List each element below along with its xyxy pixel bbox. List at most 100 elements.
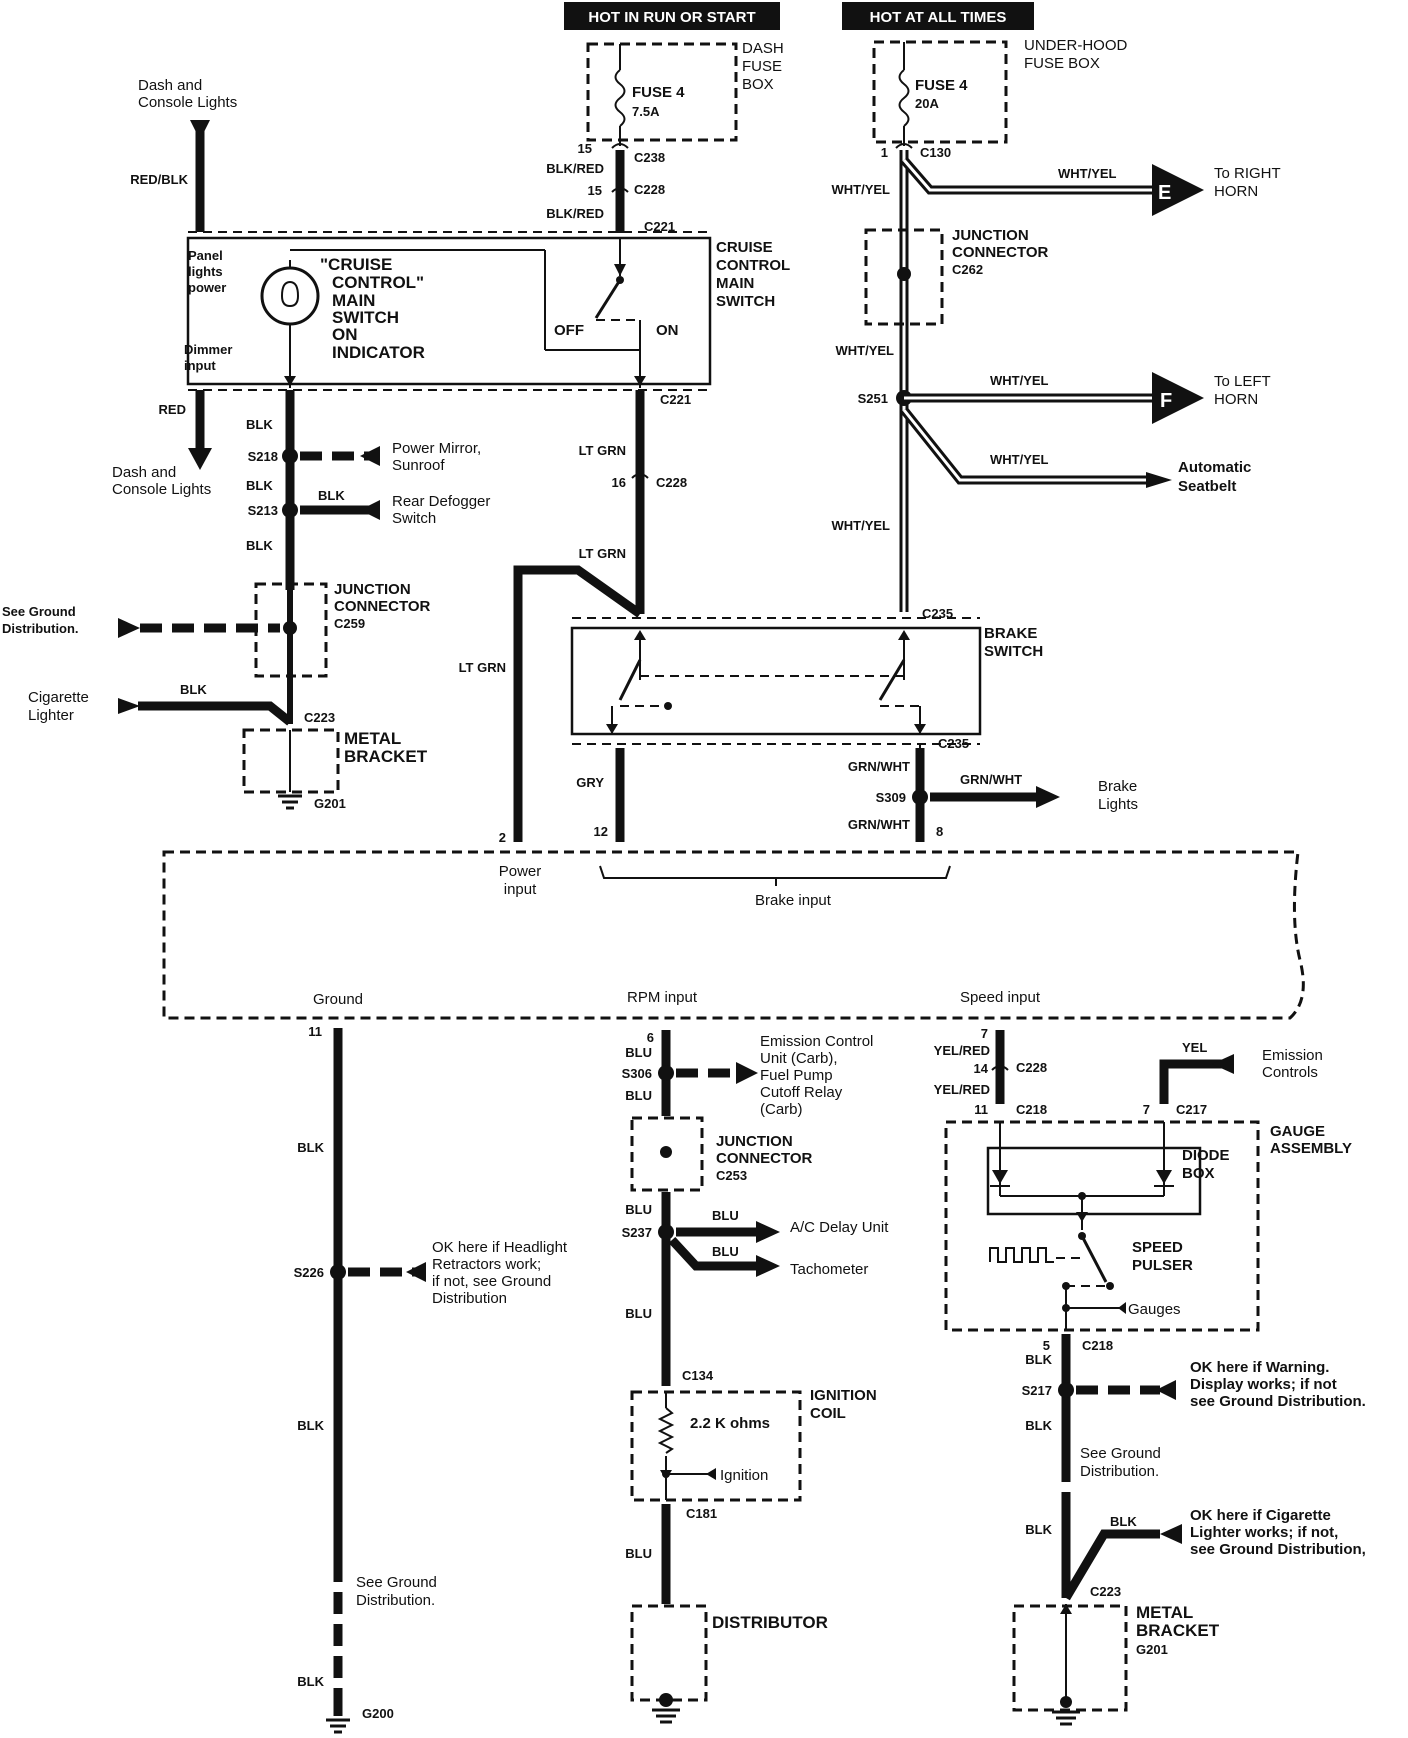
- svg-text:BLK: BLK: [297, 1674, 324, 1689]
- svg-text:Lighter: Lighter: [28, 707, 74, 724]
- svg-text:A/C Delay Unit: A/C Delay Unit: [790, 1219, 889, 1236]
- svg-text:Dash and: Dash and: [112, 464, 176, 481]
- svg-text:Ground: Ground: [313, 991, 363, 1008]
- svg-text:BLU: BLU: [712, 1244, 739, 1259]
- svg-text:GAUGE: GAUGE: [1270, 1123, 1325, 1140]
- svg-text:Brake input: Brake input: [755, 892, 832, 909]
- svg-text:C238: C238: [634, 150, 665, 165]
- svg-text:BLK: BLK: [1110, 1514, 1137, 1529]
- svg-text:Sunroof: Sunroof: [392, 457, 445, 474]
- svg-text:C217: C217: [1176, 1102, 1207, 1117]
- svg-text:Ignition: Ignition: [720, 1467, 768, 1484]
- svg-text:1: 1: [881, 145, 888, 160]
- junction-connector-c262: JUNCTION CONNECTOR C262: [864, 227, 1049, 326]
- svg-text:CONNECTOR: CONNECTOR: [716, 1150, 813, 1167]
- wire-ground-blk: 11 BLK S226 OK here if Headlight Retract…: [294, 1024, 568, 1734]
- svg-text:S237: S237: [622, 1225, 652, 1240]
- wire-blk-left: RED BLK Dash and Console Lights BLK BLK …: [112, 390, 490, 680]
- svg-text:GRN/WHT: GRN/WHT: [848, 759, 910, 774]
- wire-gry: GRY 12: [576, 748, 625, 842]
- svg-text:BLU: BLU: [625, 1306, 652, 1321]
- svg-text:see Ground Distribution,: see Ground Distribution,: [1190, 1541, 1366, 1558]
- svg-text:DIODE: DIODE: [1182, 1147, 1230, 1164]
- svg-text:YEL: YEL: [1182, 1040, 1207, 1055]
- svg-text:LT GRN: LT GRN: [579, 443, 626, 458]
- svg-text:BLU: BLU: [625, 1088, 652, 1103]
- svg-text:HORN: HORN: [1214, 183, 1258, 200]
- svg-text:BRACKET: BRACKET: [344, 747, 428, 766]
- dash-fuse-box: FUSE 4 7.5A DASH FUSE BOX: [586, 40, 784, 146]
- svg-text:FUSE: FUSE: [742, 58, 782, 75]
- svg-text:G201: G201: [314, 796, 346, 811]
- svg-text:Panel: Panel: [188, 248, 223, 263]
- svg-text:METAL: METAL: [344, 729, 401, 748]
- svg-text:C223: C223: [304, 710, 335, 725]
- svg-text:GRN/WHT: GRN/WHT: [848, 817, 910, 832]
- svg-text:ASSEMBLY: ASSEMBLY: [1270, 1140, 1352, 1157]
- wire-gauge-ground-blk: 5 C218 BLK S217 OK here if Warning. Disp…: [1022, 1334, 1366, 1601]
- svg-text:BLU: BLU: [625, 1202, 652, 1217]
- svg-text:Switch: Switch: [392, 510, 436, 527]
- svg-text:Display works; if not: Display works; if not: [1190, 1376, 1337, 1393]
- svg-text:JUNCTION: JUNCTION: [334, 581, 411, 598]
- svg-text:HORN: HORN: [1214, 391, 1258, 408]
- svg-text:C235: C235: [938, 736, 969, 751]
- svg-text:14: 14: [974, 1061, 989, 1076]
- svg-text:See Ground: See Ground: [2, 604, 76, 619]
- svg-text:"CRUISE: "CRUISE: [320, 255, 392, 274]
- svg-text:6: 6: [647, 1030, 654, 1045]
- svg-text:Distribution.: Distribution.: [356, 1592, 435, 1609]
- svg-text:Console Lights: Console Lights: [138, 94, 237, 111]
- svg-text:SWITCH: SWITCH: [332, 308, 399, 327]
- svg-text:BRACKET: BRACKET: [1136, 1621, 1220, 1640]
- svg-text:JUNCTION: JUNCTION: [716, 1133, 793, 1150]
- svg-text:5: 5: [1043, 1338, 1050, 1353]
- svg-text:C218: C218: [1016, 1102, 1047, 1117]
- svg-text:INDICATOR: INDICATOR: [332, 343, 425, 362]
- svg-text:MAIN: MAIN: [332, 291, 375, 310]
- svg-text:See Ground: See Ground: [356, 1574, 437, 1591]
- svg-text:input: input: [504, 881, 537, 898]
- svg-text:WHT/YEL: WHT/YEL: [1058, 166, 1117, 181]
- svg-text:IGNITION: IGNITION: [810, 1387, 877, 1404]
- svg-text:C218: C218: [1082, 1338, 1113, 1353]
- svg-text:FUSE 4: FUSE 4: [632, 84, 685, 101]
- svg-text:DASH: DASH: [742, 40, 784, 57]
- svg-text:C130: C130: [920, 145, 951, 160]
- svg-text:E: E: [1158, 182, 1171, 204]
- svg-text:S226: S226: [294, 1265, 324, 1280]
- svg-text:15: 15: [578, 141, 592, 156]
- svg-text:BLK: BLK: [1025, 1352, 1052, 1367]
- svg-text:BLK/RED: BLK/RED: [546, 161, 604, 176]
- svg-text:BLU: BLU: [625, 1546, 652, 1561]
- svg-text:BLK/RED: BLK/RED: [546, 206, 604, 221]
- ignition-coil: 2.2 K ohms Ignition IGNITION COIL: [630, 1387, 877, 1502]
- wire-red-blk: Dash and Console Lights RED/BLK: [130, 77, 237, 232]
- svg-text:METAL: METAL: [1136, 1603, 1193, 1622]
- svg-text:WHT/YEL: WHT/YEL: [990, 452, 1049, 467]
- svg-text:S218: S218: [248, 449, 278, 464]
- svg-text:BLK: BLK: [1025, 1522, 1052, 1537]
- header-hot-all-times: HOT AT ALL TIMES: [842, 2, 1034, 30]
- svg-text:WHT/YEL: WHT/YEL: [836, 343, 895, 358]
- svg-text:C235: C235: [922, 606, 953, 621]
- svg-text:C228: C228: [656, 475, 687, 490]
- svg-text:To LEFT: To LEFT: [1214, 373, 1271, 390]
- svg-text:C221: C221: [644, 219, 675, 234]
- wire-speed-yel-red: 7 YEL/RED 14 C228 YEL/RED 11 C218: [934, 1026, 1047, 1117]
- underhood-fuse-box: FUSE 4 20A UNDER-HOOD FUSE BOX: [872, 37, 1127, 146]
- svg-text:HOT IN RUN OR START: HOT IN RUN OR START: [588, 9, 755, 26]
- svg-text:C228: C228: [1016, 1060, 1047, 1075]
- svg-text:RED/BLK: RED/BLK: [130, 172, 188, 187]
- svg-text:15: 15: [588, 183, 602, 198]
- svg-text:BLK: BLK: [246, 478, 273, 493]
- svg-text:20A: 20A: [915, 96, 939, 111]
- svg-text:Brake: Brake: [1098, 778, 1137, 795]
- svg-text:Speed input: Speed input: [960, 989, 1041, 1006]
- svg-text:Fuel Pump: Fuel Pump: [760, 1067, 833, 1084]
- svg-text:UNDER-HOOD: UNDER-HOOD: [1024, 37, 1127, 54]
- svg-text:BOX: BOX: [1182, 1165, 1215, 1182]
- svg-text:Power: Power: [499, 863, 542, 880]
- svg-text:S306: S306: [622, 1066, 652, 1081]
- svg-text:ON: ON: [656, 322, 679, 339]
